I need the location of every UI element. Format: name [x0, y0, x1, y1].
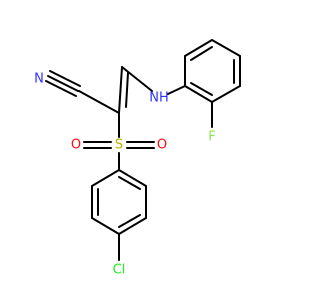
bond-c2-c3	[78, 90, 120, 114]
bond-c4-nh	[121, 66, 153, 92]
bond-nh-c5	[167, 85, 186, 95]
bond-c3-c4	[118, 66, 123, 114]
bond-ring2-c11-c12-double	[118, 176, 141, 190]
bond-ring1-c6-c7	[184, 39, 213, 57]
atom-label-nitrile-n: N	[34, 72, 44, 87]
bond-lines	[45, 39, 241, 261]
bond-ring2-c13-c14-double	[118, 214, 141, 228]
atom-label-fluorine: F	[208, 130, 215, 145]
bond-ring2-c13-c14	[118, 217, 147, 235]
atom-label-sulfur: S	[115, 138, 123, 153]
bond-ring2-c11-c12	[118, 169, 147, 187]
bond-ring2-c16-c11	[91, 169, 120, 187]
bond-ring1-c10-c5-double	[190, 82, 213, 96]
atom-label-oxygen-right: O	[157, 138, 167, 153]
bond-ring1-c10-c5	[184, 85, 213, 103]
atom-labels: N NH O S O F Cl	[34, 72, 216, 278]
bond-cn-triple-3	[45, 80, 77, 97]
atom-label-chlorine: Cl	[113, 263, 126, 278]
bond-c3-c4-double	[125, 72, 129, 108]
bond-cn-triple-2	[49, 70, 81, 87]
bond-ring1-c9-c10	[211, 85, 241, 103]
bond-ring2-c14-c15	[91, 217, 120, 235]
atom-label-nh: NH	[149, 91, 169, 106]
molecule-structure: N NH O S O F Cl	[34, 39, 241, 278]
bond-ring1-c6-c7-double	[190, 46, 213, 61]
bond-ring1-c7-c8	[211, 39, 241, 57]
bond-cn-triple-1	[47, 75, 79, 92]
atom-label-oxygen-left: O	[71, 138, 81, 153]
